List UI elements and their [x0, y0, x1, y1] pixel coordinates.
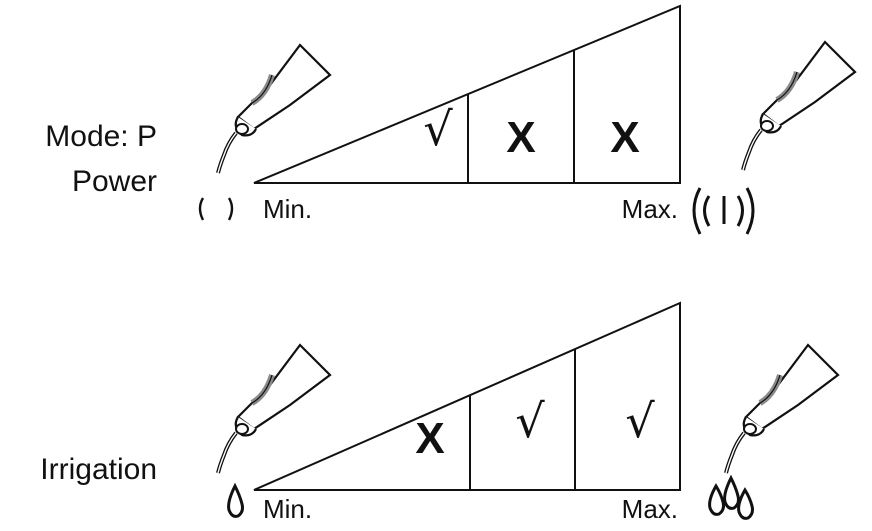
handpiece-min-irrigation-icon [218, 345, 330, 473]
irrigation-section: Irrigation X √ √ Min. Max. [40, 301, 838, 524]
power-label: Power [72, 165, 157, 198]
irrigation-max-label: Max. [622, 494, 678, 524]
vibration-high-icon [692, 187, 755, 235]
irrigation-cell-2-check: √ [515, 394, 545, 448]
water-drop-low-icon [227, 482, 244, 518]
vibration-low-icon [198, 197, 234, 221]
irrigation-cell-3-check: √ [625, 394, 655, 448]
power-min-label: Min. [263, 194, 312, 224]
power-cell-2-x: X [506, 113, 535, 162]
irrigation-label: Irrigation [40, 453, 157, 486]
power-wedge [253, 4, 681, 184]
handpiece-max-power-icon [743, 42, 855, 170]
irrigation-min-label: Min. [263, 494, 312, 524]
irrigation-cell-1-x: X [415, 414, 444, 463]
power-max-label: Max. [622, 194, 678, 224]
irrigation-wedge [253, 301, 681, 491]
power-cell-1-check: √ [423, 102, 453, 156]
power-mode-label: Mode: P [45, 120, 157, 153]
power-cell-3-x: X [610, 113, 639, 162]
water-drops-high-icon [708, 474, 754, 520]
handpiece-min-power-icon [218, 45, 330, 173]
power-section: Mode: P Power √ X X Min. Max. [45, 4, 855, 235]
handpiece-max-irrigation-icon [726, 345, 838, 473]
